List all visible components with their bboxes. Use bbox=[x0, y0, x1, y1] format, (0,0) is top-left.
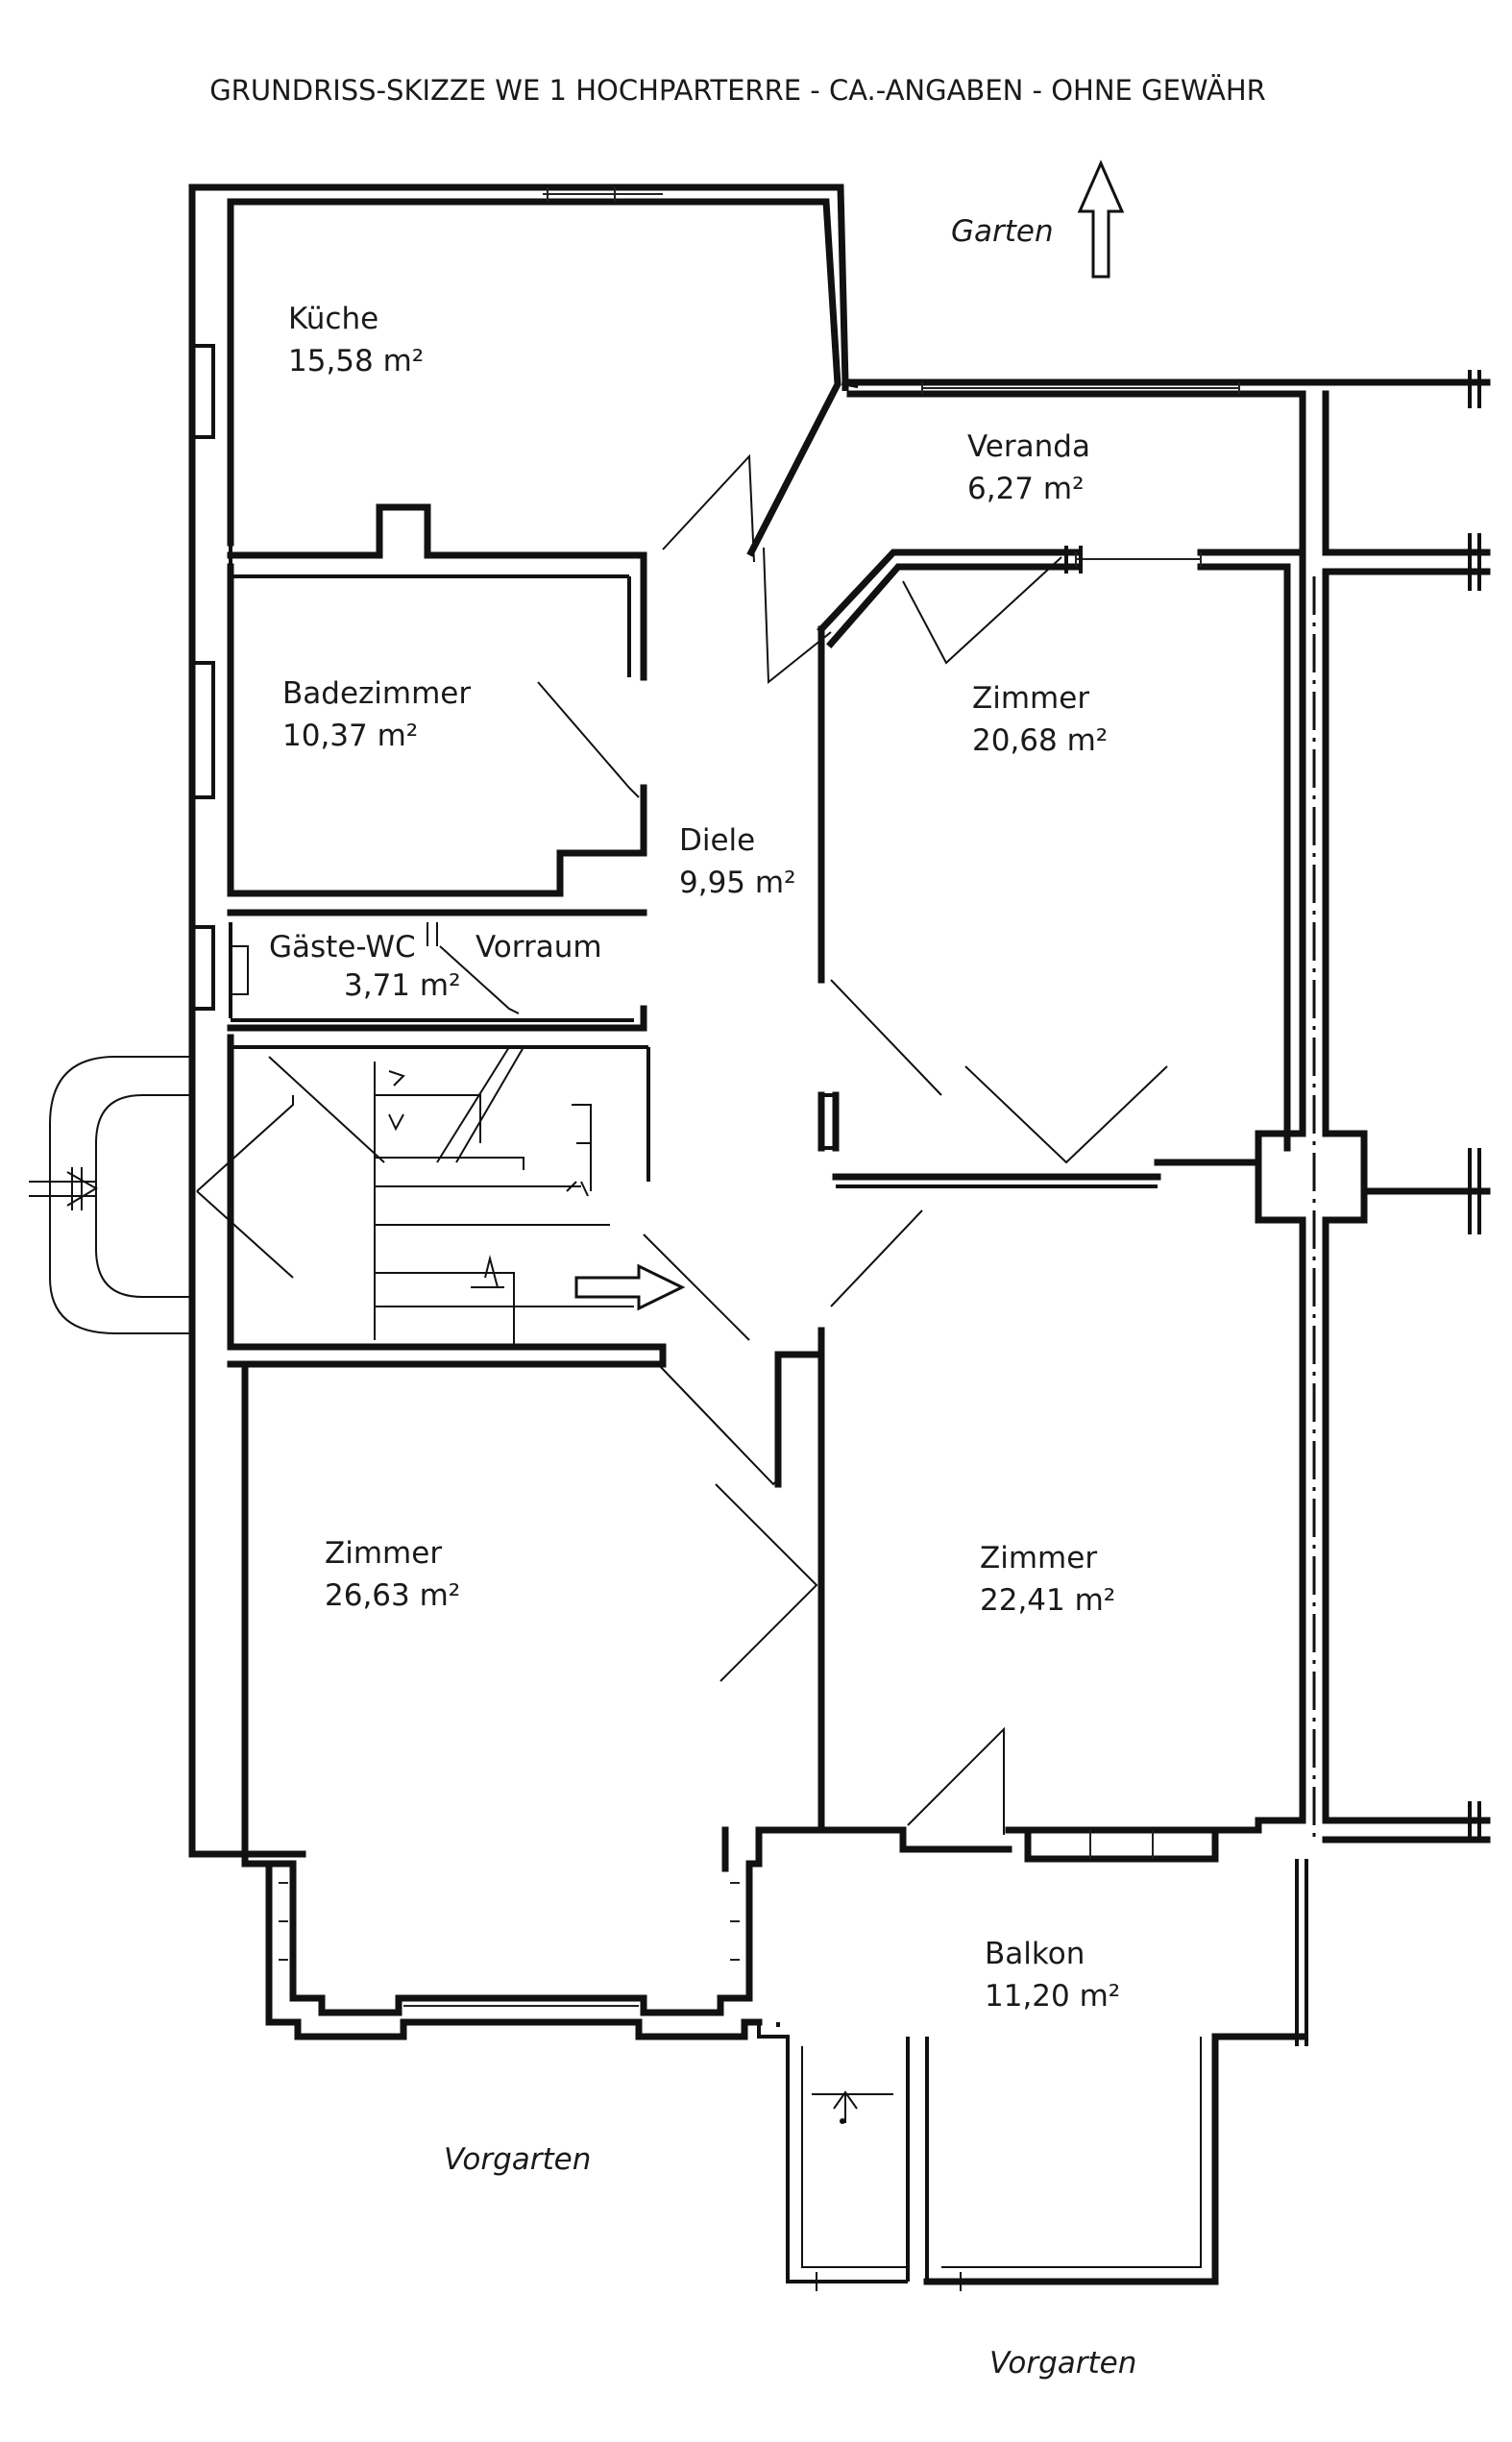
room-area: 15,58 m² bbox=[288, 344, 424, 379]
north-arrow-icon bbox=[1077, 159, 1125, 279]
room-name: Zimmer bbox=[325, 1536, 442, 1571]
room-badezimmer: Badezimmer 10,37 m² bbox=[282, 676, 471, 753]
room-name: Gäste-WC bbox=[269, 930, 416, 965]
front-garden-label-right: Vorgarten bbox=[989, 2346, 1136, 2381]
room-balkon: Balkon 11,20 m² bbox=[985, 1937, 1120, 2014]
walls bbox=[49, 183, 1491, 2291]
room-zimmer-se: Zimmer 22,41 m² bbox=[980, 1541, 1115, 1618]
room-diele: Diele 9,95 m² bbox=[679, 823, 796, 900]
entry-marker-west bbox=[29, 1167, 98, 1210]
front-garden-label-left: Vorgarten bbox=[444, 2142, 591, 2177]
room-area: 6,27 m² bbox=[967, 472, 1085, 506]
plan-title: GRUNDRISS-SKIZZE WE 1 HOCHPARTERRE - CA.… bbox=[209, 74, 1266, 107]
room-name: Zimmer bbox=[980, 1541, 1097, 1575]
room-area: 11,20 m² bbox=[985, 1979, 1120, 2014]
room-area: 9,95 m² bbox=[679, 866, 796, 900]
room-area: 20,68 m² bbox=[972, 723, 1108, 758]
room-name: Balkon bbox=[985, 1937, 1085, 1971]
room-area: 22,41 m² bbox=[980, 1583, 1115, 1618]
room-kueche: Küche 15,58 m² bbox=[288, 302, 424, 379]
room-name: Veranda bbox=[967, 429, 1090, 464]
room-zimmer-ne: Zimmer 20,68 m² bbox=[972, 681, 1108, 758]
room-vorraum: Vorraum bbox=[476, 930, 602, 965]
entry-arrow-icon bbox=[574, 1263, 686, 1311]
room-name: Diele bbox=[679, 823, 755, 858]
stairs bbox=[374, 1046, 634, 1345]
garden-label: Garten bbox=[951, 214, 1054, 249]
room-area: 10,37 m² bbox=[282, 719, 418, 753]
room-zimmer-sw: Zimmer 26,63 m² bbox=[325, 1536, 460, 1613]
balcony-stair-marker bbox=[833, 2090, 858, 2124]
room-name: Vorraum bbox=[476, 930, 602, 965]
door-swings bbox=[196, 453, 1168, 1835]
room-name: Badezimmer bbox=[282, 676, 471, 711]
room-name: Küche bbox=[288, 302, 378, 336]
room-area: 3,71 m² bbox=[344, 968, 461, 1003]
room-name: Zimmer bbox=[972, 681, 1089, 716]
room-area: 26,63 m² bbox=[325, 1578, 460, 1613]
room-gaeste-wc: Gäste-WC 3,71 m² bbox=[269, 930, 461, 1003]
room-veranda: Veranda 6,27 m² bbox=[967, 429, 1090, 506]
